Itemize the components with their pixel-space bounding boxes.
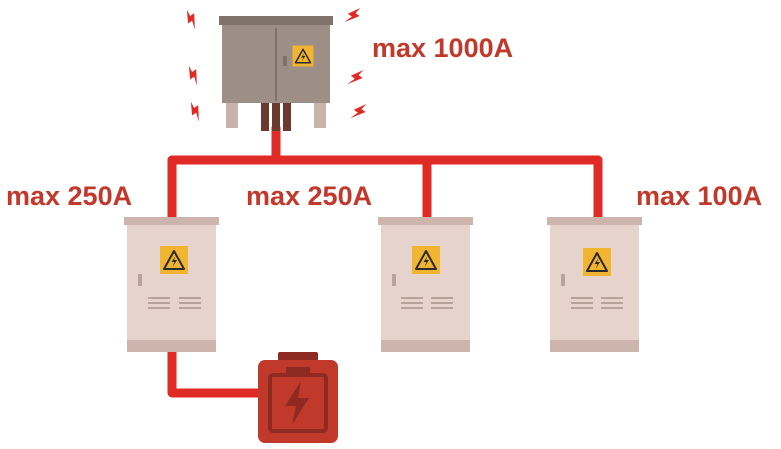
warning-sign-main [291, 44, 315, 68]
spark-icon [345, 65, 367, 90]
spark-icon [342, 3, 364, 28]
spark-icon [183, 63, 205, 87]
right-cabinet-capacity-label: max 100A [636, 181, 763, 211]
spark-icon [185, 99, 207, 123]
sub-cabinet-middle [378, 217, 473, 352]
warning-sign-left [159, 245, 189, 275]
sub-cabinet-left [124, 217, 219, 352]
main-cabinet-capacity-label: max 1000A [372, 33, 514, 63]
middle-cabinet-capacity-label: max 250A [246, 181, 373, 211]
main-cabinet-roof [219, 16, 333, 25]
main-cabinet-leg-right [314, 103, 326, 128]
spark-icon [348, 99, 370, 124]
spark-icon [181, 7, 203, 31]
sub-cabinet-right [547, 217, 642, 352]
main-cabinet-connector-1 [261, 103, 269, 131]
battery-charging-icon [258, 352, 338, 443]
main-cabinet-leg-left [226, 103, 238, 128]
main-cabinet-connector-3 [283, 103, 291, 131]
left-cabinet-capacity-label: max 250A [6, 181, 133, 211]
main-cabinet-handle [283, 56, 287, 66]
warning-sign-middle [411, 245, 441, 275]
warning-sign-right [582, 247, 612, 277]
battery-cable [167, 345, 267, 398]
main-cabinet-connector-2 [272, 103, 280, 131]
cable-network [167, 123, 603, 398]
main-cabinet [219, 16, 333, 131]
